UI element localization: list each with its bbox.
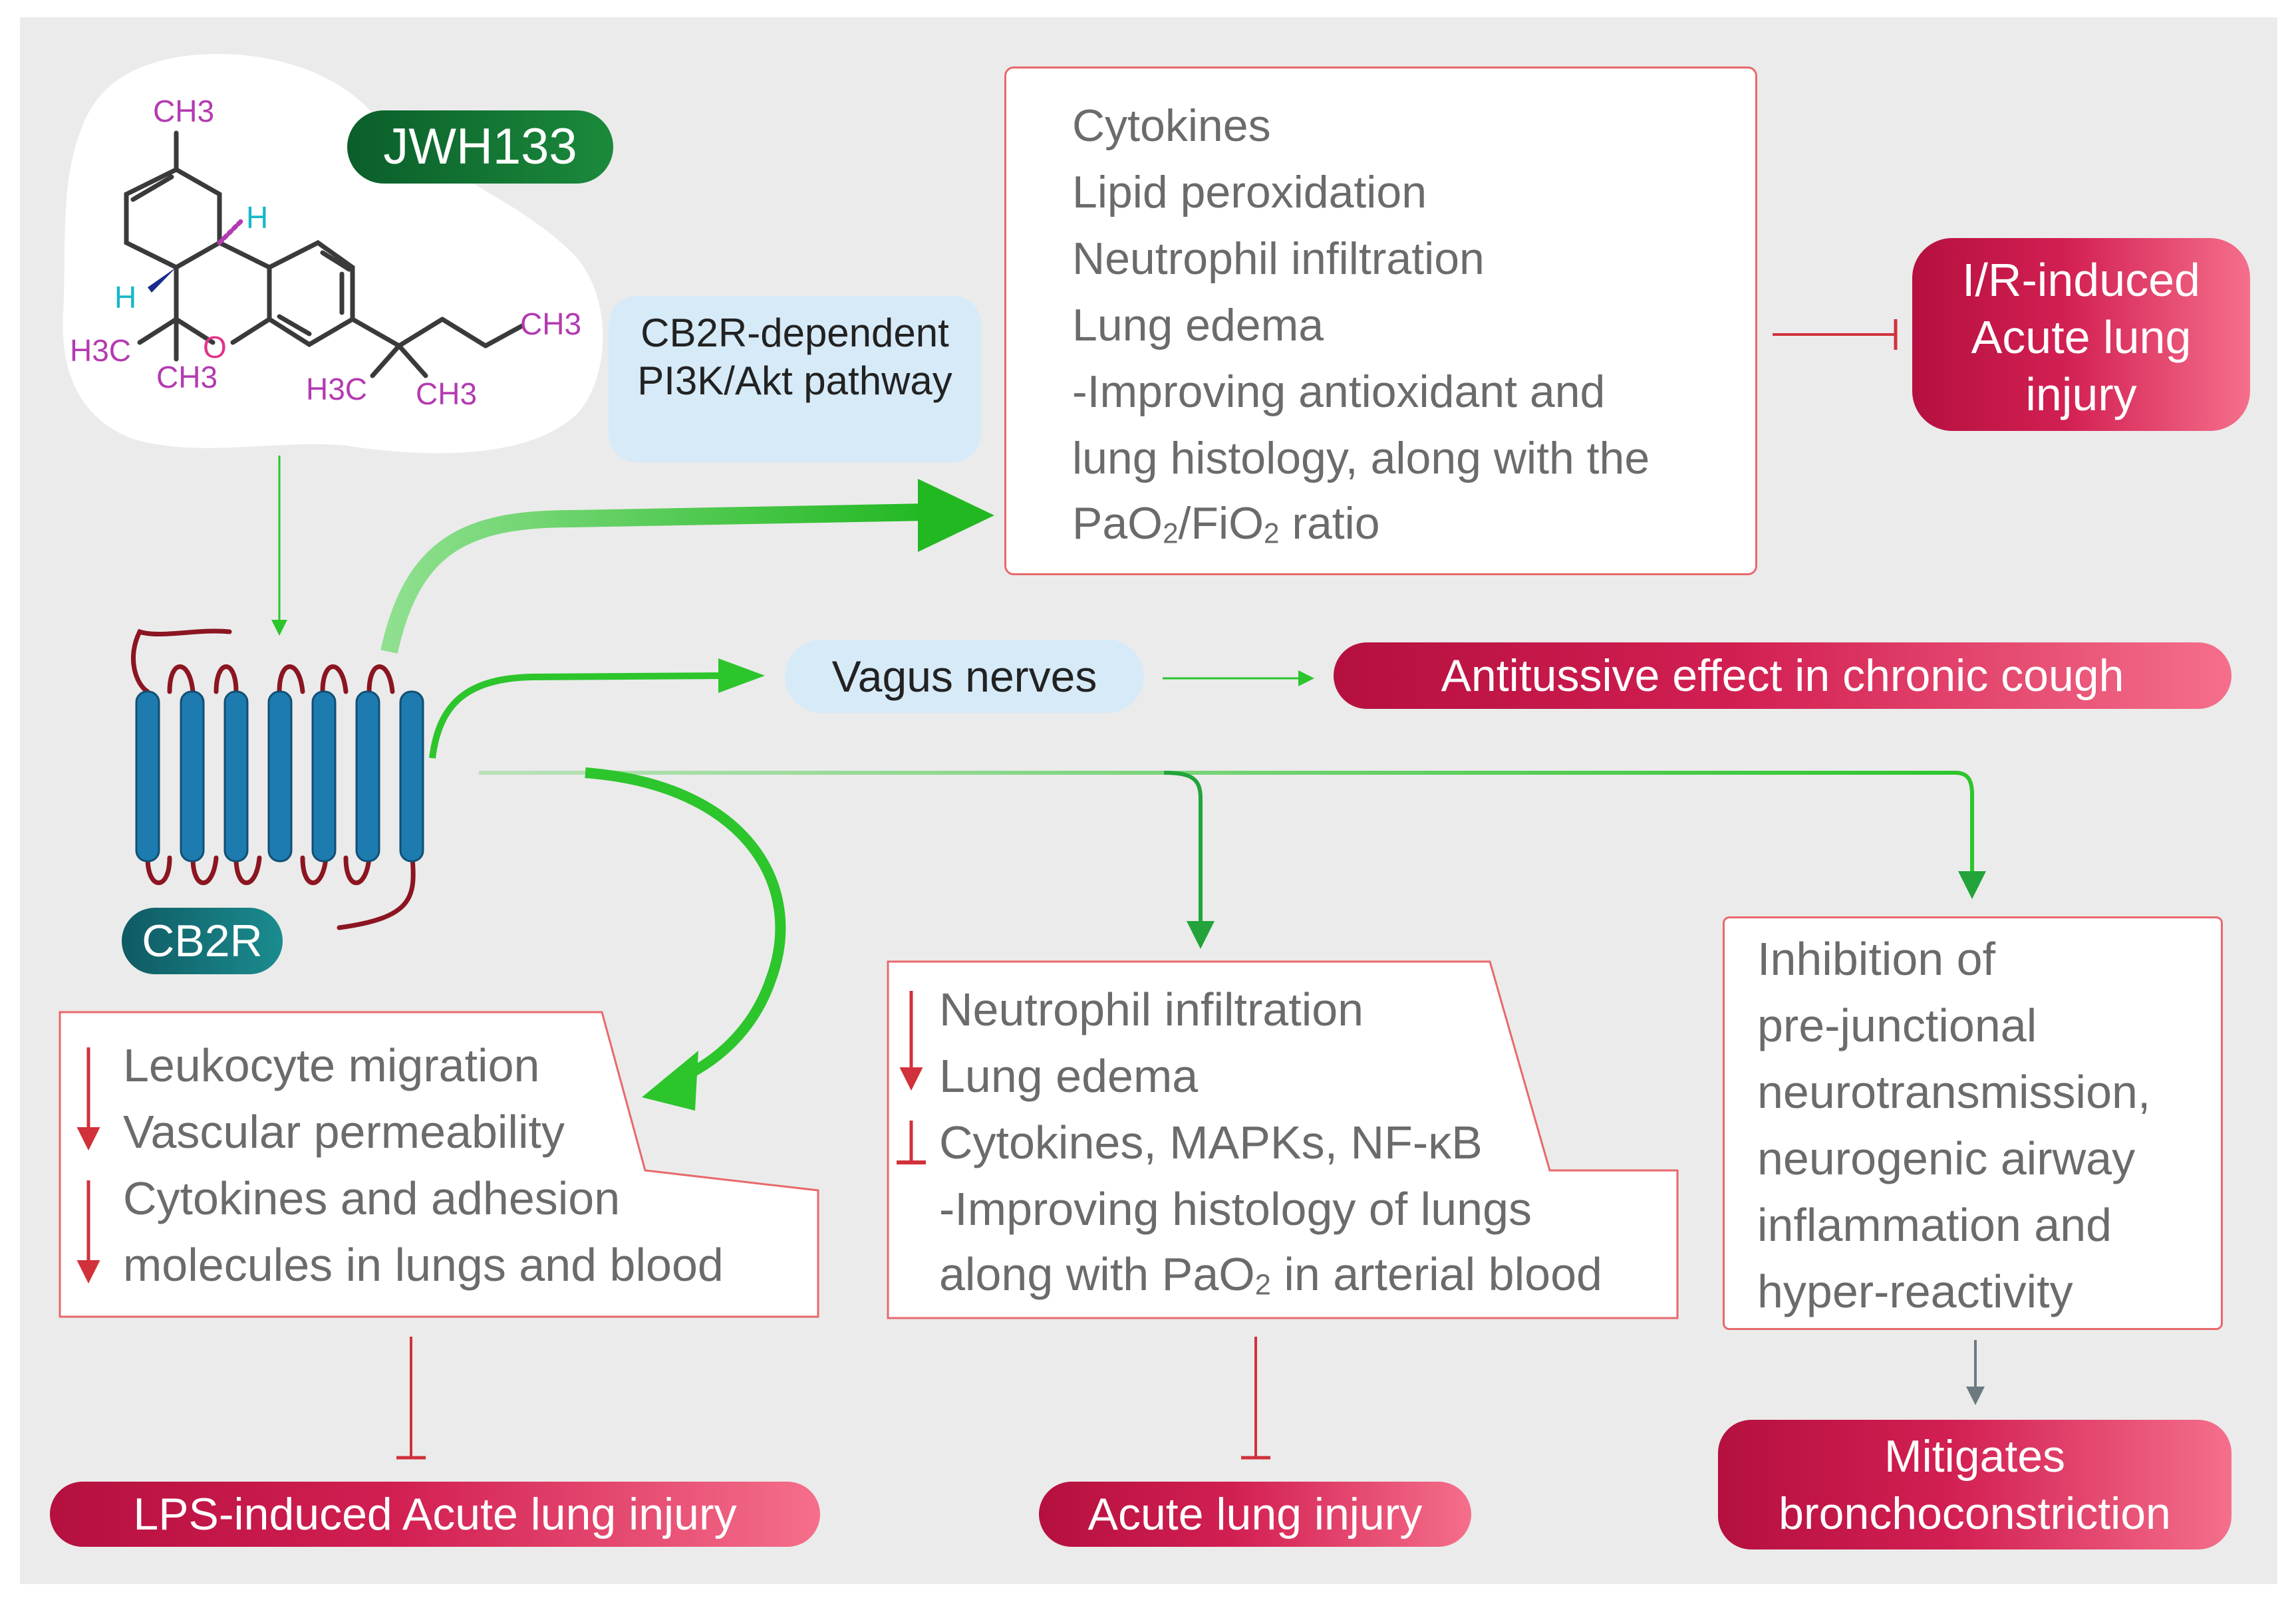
- middle-last-pre: along with PaO: [939, 1248, 1255, 1300]
- cb2r-receptor-graphic: [130, 628, 424, 930]
- branch-to-left-head: [642, 1051, 698, 1111]
- ir-induced-ali-outcome: I/R-induced Acute lung injury: [1912, 238, 2250, 431]
- top-effect-3: Neutrophil infiltration: [1072, 233, 1485, 284]
- branch-to-middle: [1163, 771, 1215, 949]
- vagus-nerves-label: Vagus nerves: [785, 640, 1144, 713]
- top-effect-ratio: PaO2/FiO2 ratio: [1072, 497, 1380, 549]
- atom-h3c-chain: H3C: [306, 372, 368, 406]
- ratio-pao: PaO: [1072, 498, 1163, 549]
- atom-ch3-top: CH3: [153, 94, 215, 128]
- top-effect-4: Lung edema: [1072, 300, 1324, 350]
- middle-effect-2: Lung edema: [939, 1050, 1199, 1102]
- right-effect-3: neurotransmission,: [1757, 1066, 2151, 1118]
- middle-last-post: in arterial blood: [1270, 1248, 1602, 1300]
- atom-ch3-bottom: CH3: [156, 360, 218, 394]
- middle-last-sub: 2: [1254, 1269, 1271, 1301]
- right-effect-6: hyper-reactivity: [1757, 1266, 2073, 1317]
- top-effect-6: lung histology, along with the: [1072, 433, 1650, 483]
- middle-effect-1: Neutrophil infiltration: [939, 984, 1364, 1035]
- antitussive-outcome: Antitussive effect in chronic cough: [1334, 642, 2231, 709]
- left-effect-3: Cytokines and adhesion: [123, 1172, 621, 1224]
- middle-effect-5: along with PaO2 in arterial blood: [939, 1248, 1602, 1301]
- pathway-label: CB2R-dependent PI3K/Akt pathway: [609, 296, 981, 462]
- middle-effect-3: Cytokines, MAPKs, NF-κB: [939, 1117, 1483, 1168]
- middle-box-frame: [887, 960, 1679, 1319]
- lps-induced-ali-outcome: LPS-induced Acute lung injury: [50, 1482, 820, 1547]
- branch-to-left: [585, 767, 786, 1089]
- top-effect-1: Cytokines: [1072, 100, 1271, 151]
- atom-h3c-left: H3C: [70, 333, 132, 368]
- stereo-wedge: [148, 267, 176, 293]
- compound-name-badge: JWH133: [347, 110, 613, 184]
- top-effect-5: -Improving antioxidant and: [1072, 366, 1606, 417]
- pathway-arrow: [380, 503, 929, 654]
- bronchoconstriction-outcome: Mitigates bronchoconstriction: [1718, 1420, 2231, 1549]
- right-effect-1: Inhibition of: [1757, 933, 1996, 985]
- vagus-arrowhead: [718, 658, 765, 693]
- top-effect-2: Lipid peroxidation: [1072, 167, 1427, 217]
- top-effects-card: [1004, 67, 1757, 575]
- left-effect-1: Leukocyte migration: [123, 1039, 540, 1091]
- ratio-sub-2: 2: [1263, 517, 1280, 549]
- jwh133-structure: [124, 130, 525, 378]
- branch-line: [479, 771, 1986, 899]
- acute-lung-injury-outcome: Acute lung injury: [1039, 1482, 1471, 1547]
- right-effect-2: pre-junctional: [1757, 1000, 2037, 1051]
- right-effect-4: neurogenic airway: [1757, 1133, 2136, 1184]
- atom-h-right: H: [246, 200, 269, 235]
- left-effect-2: Vascular permeability: [123, 1106, 565, 1158]
- ratio-sub-1: 2: [1163, 517, 1179, 549]
- atom-oxygen: O: [203, 330, 227, 364]
- right-effects-card: [1723, 916, 2223, 1330]
- middle-effect-4: -Improving histology of lungs: [939, 1183, 1532, 1235]
- atom-ch3-tail: CH3: [520, 307, 582, 341]
- ratio-word: ratio: [1279, 498, 1380, 549]
- vagus-arrow: [429, 672, 726, 759]
- ratio-fio: /FiO: [1178, 498, 1264, 549]
- atom-h-left: H: [114, 280, 137, 315]
- right-effect-5: inflammation and: [1757, 1199, 2112, 1251]
- receptor-name-badge: CB2R: [122, 908, 283, 974]
- atom-ch3-chain: CH3: [416, 376, 478, 411]
- left-effect-4: molecules in lungs and blood: [123, 1239, 724, 1291]
- pathway-arrowhead: [918, 479, 994, 552]
- left-box-frame: [59, 1011, 819, 1318]
